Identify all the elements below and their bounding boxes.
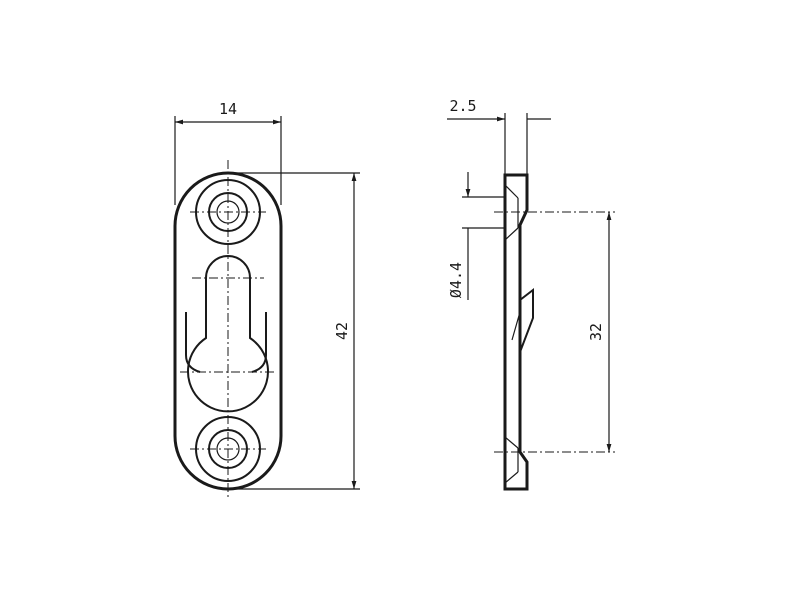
thickness-dimension: 2.5 — [447, 97, 551, 175]
left-clip-prong — [185, 312, 201, 373]
width-dimension: 14 — [174, 100, 282, 205]
hole-diameter-dimension-label: Ø4.4 — [447, 262, 465, 298]
hole-spacing-dimension: 32 — [494, 211, 615, 453]
side-view: 2.5 Ø4.4 32 — [447, 97, 615, 491]
side-countersinks — [504, 184, 519, 484]
front-center-lines — [180, 160, 276, 498]
side-plate-outline — [503, 173, 529, 491]
hole-diameter-dimension: Ø4.4 — [447, 172, 505, 300]
right-clip-prong — [251, 312, 267, 373]
keyhole-slot — [187, 255, 269, 413]
front-view: 14 42 — [173, 100, 360, 498]
hole-spacing-dimension-label: 32 — [587, 323, 605, 341]
side-clip-tab — [519, 287, 534, 353]
thickness-dimension-label: 2.5 — [449, 97, 476, 115]
height-dimension: 42 — [232, 172, 360, 490]
height-dimension-label: 42 — [333, 322, 351, 340]
width-dimension-label: 14 — [219, 100, 237, 118]
